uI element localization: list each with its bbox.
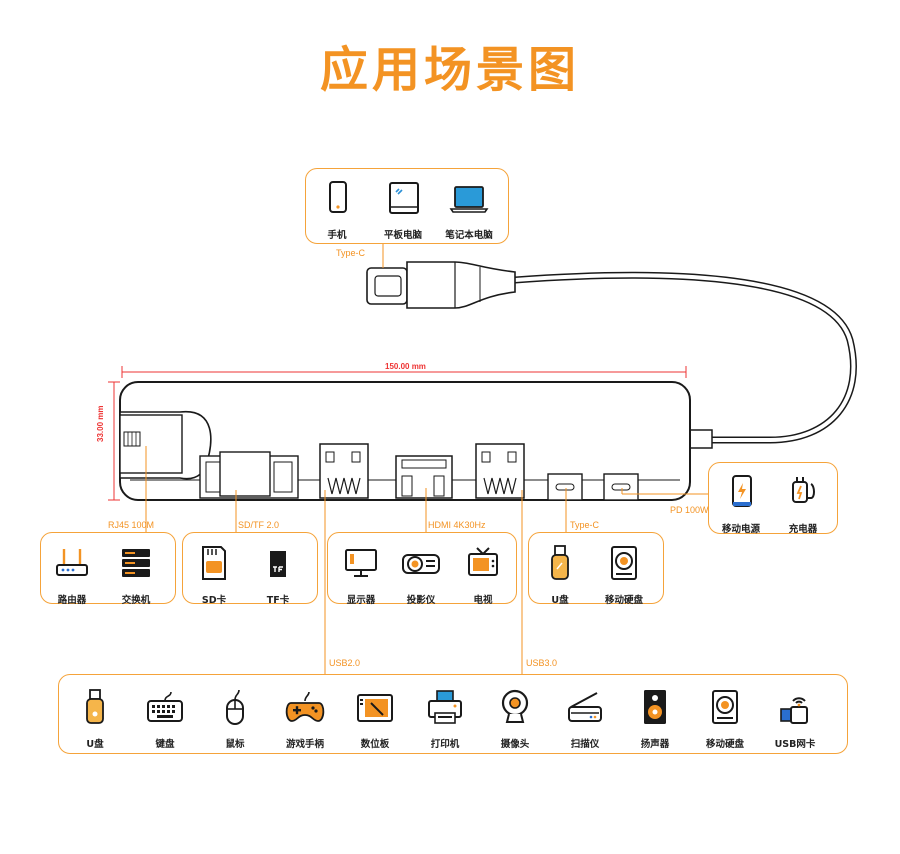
usb-item-usb-wifi: USB网卡 [760,687,830,750]
page-title: 应用场景图 [319,42,580,98]
usb-item-label: U盘 [86,739,104,750]
usb-wifi-icon [780,697,808,724]
usb-item-label: 数位板 [360,739,390,750]
pd-item-power-bank: 移动电源 [706,472,776,535]
pd-item-label: 移动电源 [721,524,760,535]
card-item-sd: SD卡 [179,543,249,606]
scanner-icon [568,692,602,722]
usb-item-usb-drive: U盘 [60,687,130,750]
usb-item-label: 游戏手柄 [285,739,324,750]
typec-item-label: U盘 [551,595,569,606]
usb-item-label: 摄像头 [500,739,530,750]
printer-icon [428,690,462,724]
typec-item-usb-drive: U盘 [525,543,595,606]
sd-card-icon [202,546,226,580]
usb-item-keyboard: 键盘 [130,687,200,750]
typec-item-label: 移动硬盘 [604,595,643,606]
card-item-tf: TF卡 [243,543,313,606]
rj45-port-label: RJ45 100M [108,520,155,530]
laptop-icon [449,186,489,213]
pd-item-label: 充电器 [788,524,818,535]
typec-port-label: Type-C [570,520,600,530]
card-port-label: SD/TF 2.0 [238,520,280,530]
usb-devices-box: U盘 键盘 鼠标 游戏手柄 数位板 打印机 摄像头 扫描仪 扬声器 移动硬盘 U… [58,674,848,754]
hdmi-item-tv: 电视 [448,543,518,606]
rj45-devices-box: 路由器 交换机 [37,532,176,606]
router-icon [56,549,88,576]
pd-item-charger: 充电器 [768,472,838,535]
usb-item-label: 打印机 [430,739,460,750]
usb-item-label: 键盘 [155,739,175,750]
usb-item-drawing-tablet: 数位板 [340,687,410,750]
power-bank-icon [732,475,752,507]
typec-item-hard-drive: 移动硬盘 [589,543,659,606]
usb-drive-icon [551,545,569,580]
usb2-port-label: USB2.0 [329,658,361,668]
host-item-phone: 手机 [302,178,372,241]
tf-card-icon [270,551,286,577]
card-item-label: SD卡 [201,595,227,606]
mouse-icon [226,689,244,725]
host-port-label: Type-C [336,248,366,258]
host-item-laptop: 笔记本电脑 [434,178,504,241]
hard-drive-icon [611,546,637,580]
hdmi-item-label: 显示器 [346,595,376,606]
usb3-port-label: USB3.0 [526,658,558,668]
usb-item-hard-drive: 移动硬盘 [690,687,760,750]
usb-item-scanner: 扫描仪 [550,687,620,750]
speaker-icon [644,690,666,724]
hdmi-item-monitor: 显示器 [326,543,396,606]
card-devices-box: SD卡 TF卡 [179,532,318,606]
usb-item-label: 移动硬盘 [705,739,744,750]
typec-devices-box: U盘 移动硬盘 [525,532,664,606]
rj45-item-router: 路由器 [37,543,107,606]
projector-icon [402,554,440,574]
host-item-label: 手机 [327,230,347,241]
usb-item-gamepad: 游戏手柄 [270,687,340,750]
usb-item-label: 扫描仪 [570,739,600,750]
gamepad-icon [285,691,325,722]
usb-item-label: USB网卡 [774,739,816,750]
height-dimension-label: 33.00 mm [96,405,105,442]
usb-item-label: 扬声器 [640,739,670,750]
usb-item-webcam: 摄像头 [480,687,550,750]
charger-icon [792,477,815,503]
host-devices-box: 手机 平板电脑 笔记本电脑 [305,168,509,244]
usb-item-label: 鼠标 [225,739,245,750]
host-item-tablet: 平板电脑 [368,178,438,241]
rj45-item-switch: 交换机 [101,543,171,606]
hdmi-item-label: 电视 [473,595,493,606]
pd-devices-box: 移动电源 充电器 [706,462,838,535]
usb-drive-icon [86,689,104,724]
monitor-icon [345,549,377,577]
phone-icon [329,181,347,213]
switch-icon [122,549,150,577]
usb-item-printer: 打印机 [410,687,480,750]
drawing-tablet-icon [357,694,393,722]
host-item-label: 笔记本电脑 [445,230,493,241]
hdmi-item-projector: 投影仪 [386,543,456,606]
width-dimension-label: 150.00 mm [385,362,426,371]
card-item-label: TF卡 [266,595,290,606]
host-item-label: 平板电脑 [383,230,422,241]
usb-item-speaker: 扬声器 [620,687,690,750]
hard-drive-icon [712,690,738,724]
tv-icon [468,547,498,576]
usb-item-mouse: 鼠标 [200,687,270,750]
keyboard-icon [147,691,183,722]
webcam-icon [501,689,529,723]
hdmi-devices-box: 显示器 投影仪 电视 [326,532,518,606]
hdmi-port-label: HDMI 4K30Hz [428,520,486,530]
pd-port-label: PD 100W [670,505,709,515]
rj45-item-label: 交换机 [121,595,151,606]
rj45-item-label: 路由器 [57,595,87,606]
hdmi-item-label: 投影仪 [406,595,436,606]
tablet-icon [389,182,419,214]
